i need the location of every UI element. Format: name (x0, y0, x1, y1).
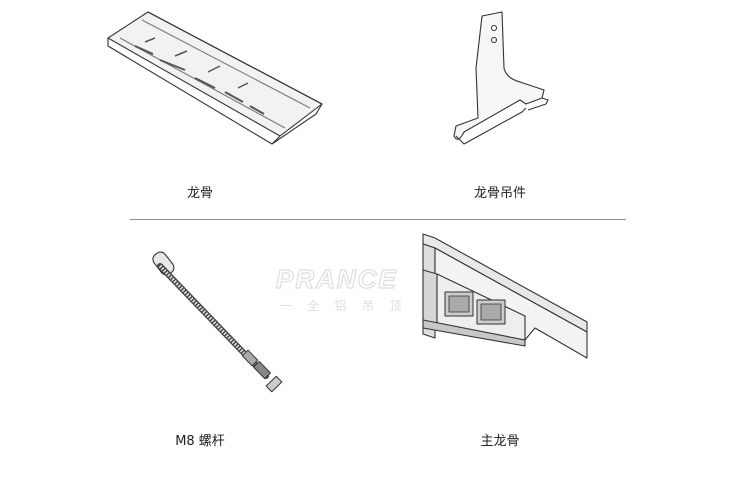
caption-hanger: 龙骨吊件 (473, 186, 527, 201)
brand-watermark: PRANCE 一 全 铝 吊 顶 (270, 258, 500, 318)
item-keel (100, 8, 325, 148)
prance-logo-watermark: PRANCE 一 全 铝 吊 顶 (275, 263, 407, 313)
threaded-rod-illustration (152, 251, 283, 393)
hanger-bracket-illustration (453, 11, 549, 145)
watermark-tagline-text: 一 全 铝 吊 顶 (280, 298, 407, 313)
item-hanger (440, 8, 560, 153)
keel-channel-illustration (107, 11, 323, 145)
item-threaded-rod (138, 240, 288, 405)
caption-main-keel: 主龙骨 (480, 434, 520, 449)
main-keel-illustration (422, 233, 588, 359)
caption-keel: 龙骨 (186, 186, 214, 201)
item-main-keel (415, 228, 595, 368)
caption-threaded-rod: M8 螺杆 (175, 434, 225, 449)
section-divider (130, 219, 626, 220)
watermark-brand-text: PRANCE (276, 264, 398, 294)
